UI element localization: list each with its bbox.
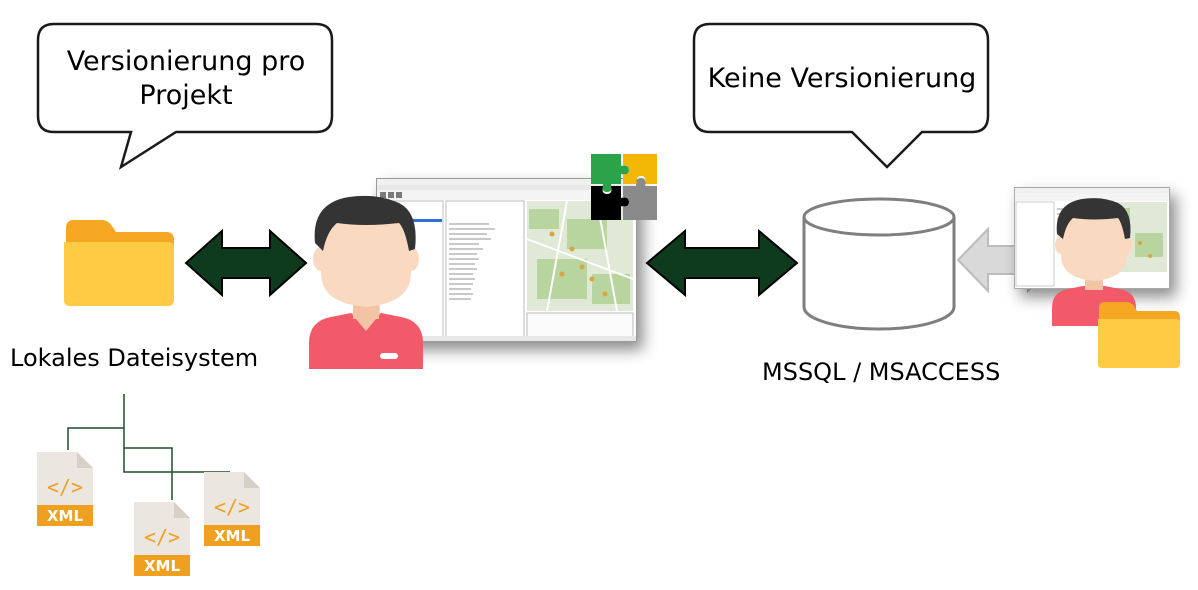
svg-text:</>: </> — [214, 495, 250, 519]
speech-bubble-left — [36, 22, 334, 170]
user-avatar-icon — [309, 195, 423, 369]
xml-file-label: XML — [46, 507, 84, 525]
speech-bubble-right — [692, 22, 990, 169]
file-tree-lines — [67, 394, 230, 500]
bubble-left-text: Versionierung pro Projekt — [38, 45, 334, 113]
database-label: MSSQL / MSACCESS — [762, 358, 1001, 386]
xml-file-label: XML — [213, 527, 251, 545]
svg-text:</>: </> — [47, 475, 83, 499]
database-cylinder-icon — [802, 197, 956, 331]
bubble-right-text: Keine Versionierung — [707, 63, 977, 94]
svg-text:</>: </> — [144, 525, 180, 549]
filesystem-label: Lokales Dateisystem — [10, 344, 259, 372]
bubble-left-line1: Versionierung pro — [66, 46, 306, 77]
bubble-left-line2: Projekt — [139, 80, 233, 111]
xml-file-graphic: </> — [37, 452, 93, 526]
xml-file-icon: </> XML — [202, 470, 262, 553]
xml-file-icon: </> XML — [35, 450, 95, 533]
xml-file-graphic: </> — [134, 502, 190, 576]
folder-icon — [1098, 302, 1180, 368]
xml-file-label: XML — [143, 557, 181, 575]
double-arrow-icon — [184, 228, 308, 298]
folder-icon — [64, 220, 174, 306]
double-arrow-icon — [645, 228, 799, 298]
puzzle-icon — [591, 154, 657, 220]
xml-file-graphic: </> — [204, 472, 260, 546]
xml-file-icon: </> XML — [132, 500, 192, 583]
